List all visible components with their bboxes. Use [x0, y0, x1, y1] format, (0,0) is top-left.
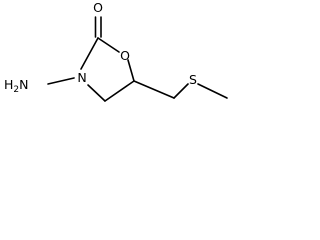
bond-ch2-s — [173, 83, 189, 99]
bond-n3-nh2 — [47, 77, 75, 85]
bonds — [47, 16, 228, 102]
bond-s-ch3 — [197, 83, 228, 99]
structure-diagram: O O N H2N S — [4, 0, 228, 102]
sulfur-label: S — [189, 72, 197, 87]
ring-oxygen-label: O — [120, 48, 130, 63]
bond-o1-c5 — [127, 59, 135, 82]
bond-c4-n3 — [87, 84, 106, 102]
atoms: O O N H2N S — [4, 0, 197, 95]
amino-label: H2N — [4, 77, 29, 95]
carbonyl-oxygen-label: O — [93, 0, 103, 15]
bond-c2-o1 — [97, 37, 120, 53]
ring-nitrogen-label: N — [77, 70, 86, 85]
bond-c5-c4 — [104, 80, 135, 102]
bond-c5-ch2 — [133, 80, 175, 99]
bond-n3-c2 — [80, 37, 99, 70]
